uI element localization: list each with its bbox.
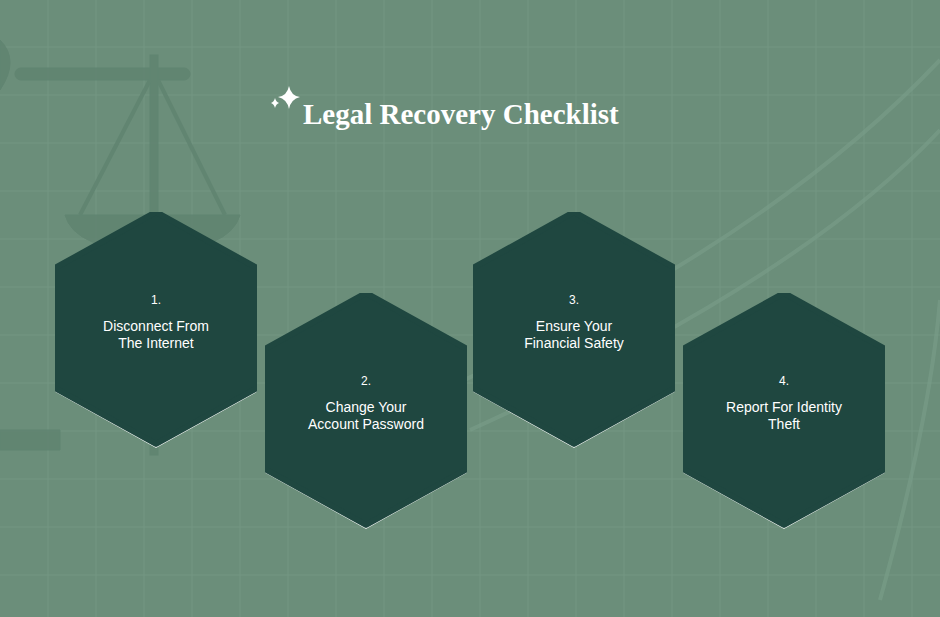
step-number: 2. (291, 373, 441, 389)
step-label: Ensure Your Financial Safety (510, 318, 638, 352)
step-hexagon: 4. Report For Identity Theft (683, 293, 885, 529)
step-number: 1. (81, 292, 231, 308)
step-label: Report For Identity Theft (720, 399, 848, 433)
hexagon-content: 2. Change Your Account Password (291, 373, 441, 433)
step-hexagon: 2. Change Your Account Password (265, 293, 467, 529)
step-number: 4. (709, 373, 859, 389)
step-label: Change Your Account Password (302, 399, 430, 433)
diagram-title: Legal Recovery Checklist (303, 98, 619, 131)
hexagon-content: 1. Disconnect From The Internet (81, 292, 231, 352)
step-number: 3. (499, 292, 649, 308)
step-hexagon: 1. Disconnect From The Internet (55, 212, 257, 448)
sparkle-icon (271, 86, 300, 109)
background-arcs (420, 60, 940, 600)
hexagon-content: 3. Ensure Your Financial Safety (499, 292, 649, 352)
hexagon-content: 4. Report For Identity Theft (709, 373, 859, 433)
step-hexagon: 3. Ensure Your Financial Safety (473, 212, 675, 448)
step-label: Disconnect From The Internet (92, 318, 220, 352)
